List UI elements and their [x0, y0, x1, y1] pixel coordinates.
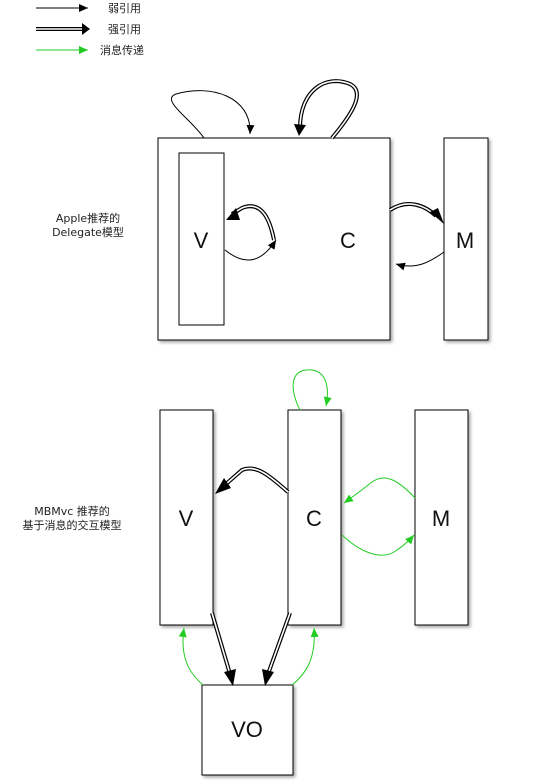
mbmvc-controller-label: C [306, 506, 322, 531]
mbmvc-model: MBMvc 推荐的 基于消息的交互模型 V C M VO [23, 369, 469, 776]
apple-c-to-v-strong-arrow [226, 204, 276, 241]
mbmvc-c-self-message-arrow [292, 369, 332, 411]
mbmvc-caption-line1: MBMvc 推荐的 [34, 504, 110, 518]
apple-c-self-strong-arrow [294, 79, 359, 140]
legend-strong-arrow [36, 23, 90, 35]
mbmvc-model-box [414, 409, 469, 626]
apple-view-label: V [194, 228, 209, 253]
mbmvc-vo-to-v-message-arrow [178, 627, 204, 686]
apple-v-to-c-weak-arrow [224, 239, 277, 261]
apple-c-to-m-strong-arrow [388, 201, 444, 224]
mbmvc-c-to-m-message-arrow [341, 534, 415, 556]
apple-caption-line2: Delegate模型 [52, 225, 124, 239]
apple-model-label: M [456, 228, 474, 253]
apple-model: Apple推荐的 Delegate模型 V C M [52, 79, 489, 341]
mbmvc-v-to-vo-strong-arrow [210, 612, 236, 686]
legend-weak-label: 弱引用 [108, 1, 141, 15]
legend-message-label: 消息传递 [100, 43, 144, 57]
mbmvc-vo-label: VO [231, 717, 263, 742]
mbmvc-c-to-v-strong-arrow [215, 466, 290, 494]
apple-caption-line1: Apple推荐的 [56, 211, 120, 225]
legend-strong-label: 强引用 [108, 22, 141, 36]
apple-model-box [443, 137, 489, 341]
apple-m-to-c-weak-arrow [395, 251, 445, 271]
mbmvc-view-box [159, 409, 214, 626]
apple-view-box [178, 152, 225, 326]
mbmvc-caption-line2: 基于消息的交互模型 [23, 518, 122, 532]
mbmvc-vo-to-c-message-arrow [291, 627, 319, 686]
mbmvc-view-label: V [179, 506, 194, 531]
apple-c-self-weak-arrow [170, 90, 255, 139]
legend: 弱引用 强引用 消息传递 [36, 1, 144, 57]
mbmvc-model-label: M [432, 506, 450, 531]
mbmvc-controller-box [287, 409, 342, 626]
apple-controller-label: C [340, 228, 356, 253]
mbmvc-c-to-vo-strong-arrow [262, 612, 292, 686]
mbmvc-m-to-c-message-arrow [343, 477, 416, 504]
mbmvc-vo-box [201, 684, 294, 776]
